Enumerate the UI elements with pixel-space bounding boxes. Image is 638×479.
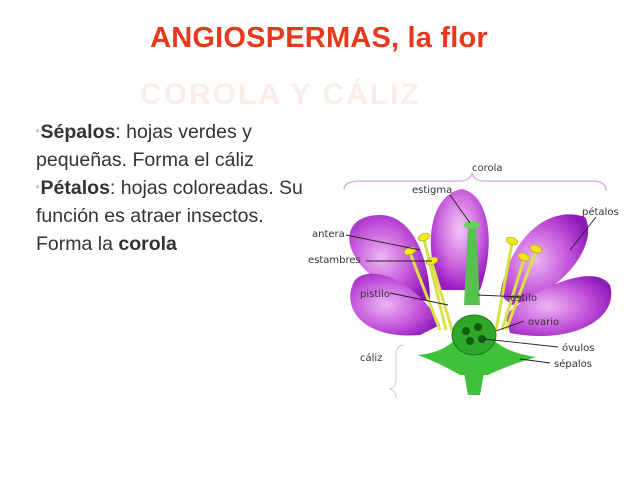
bullet-list: ▫Sépalos: hojas verdes y pequeñas. Forma… [36, 118, 304, 258]
petal-back-right [500, 214, 589, 305]
stamens [408, 238, 538, 331]
label-estigma: estigma [412, 185, 452, 196]
ovary [451, 314, 497, 356]
label-estilo: estilo [510, 293, 537, 304]
term-petalos: Pétalos [40, 177, 110, 199]
flower-stem [464, 373, 484, 395]
caliz-bracket [388, 344, 405, 399]
ovules [462, 323, 486, 345]
bullet-sepalos-text: : hojas verdes y pequeñas. Forma el cáli… [36, 121, 254, 171]
label-corola: corola [472, 163, 503, 174]
sepals [418, 337, 536, 375]
petal-back-top [430, 189, 489, 290]
petal-front-right [505, 276, 612, 337]
slide-title: ANGIOSPERMAS, la flor [150, 22, 488, 54]
label-caliz: cáliz [360, 352, 382, 364]
anthers [403, 232, 543, 266]
pistil-style [464, 227, 480, 305]
corola-bracket [343, 172, 607, 192]
bullet-marker-icon: ▫ [36, 182, 40, 193]
bullet-petalos-text: : hojas coloreadas. Su función es atraer… [36, 177, 303, 255]
bullet-petalos: ▫Pétalos: hojas coloreadas. Su función e… [36, 174, 304, 258]
faded-subtitle: COROLA Y CÁLIZ [140, 78, 421, 111]
petal-front-left [350, 273, 440, 336]
flower-diagram: corola estigma pétalos antera estambres … [308, 163, 619, 399]
term-sepalos: Sépalos [40, 121, 116, 143]
label-pistilo: pistilo [360, 289, 390, 300]
label-ovulos: óvulos [562, 342, 594, 354]
label-estambres: estambres [308, 255, 361, 266]
leader-lines [345, 194, 597, 364]
label-sepalos: sépalos [554, 358, 592, 370]
term-corola: corola [118, 233, 177, 255]
bullet-sepalos: ▫Sépalos: hojas verdes y pequeñas. Forma… [36, 118, 304, 174]
petal-back-left [349, 215, 430, 300]
label-ovario: ovario [528, 317, 559, 328]
stigma [464, 221, 480, 229]
label-petalos: pétalos [582, 206, 619, 218]
bullet-marker-icon: ▫ [36, 126, 40, 137]
label-antera: antera [312, 229, 345, 240]
